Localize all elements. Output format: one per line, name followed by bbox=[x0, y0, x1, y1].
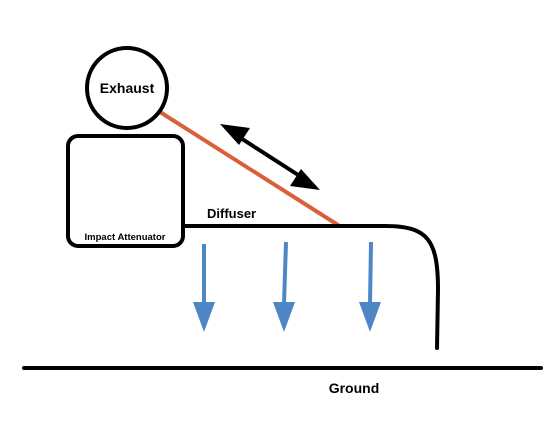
adjustment-arrow-head-upper bbox=[220, 124, 250, 145]
diffuser-plate bbox=[181, 224, 441, 350]
downforce-arrow-1 bbox=[193, 244, 215, 332]
exhaust-line bbox=[158, 110, 340, 227]
downforce-arrow-2 bbox=[273, 241, 295, 332]
ground-label: Ground bbox=[329, 380, 380, 396]
exhaust-circle bbox=[85, 46, 169, 130]
impact-attenuator-box bbox=[66, 134, 185, 248]
downforce-arrow-3 bbox=[359, 241, 381, 332]
adjustment-arrow-shaft bbox=[234, 133, 308, 182]
exhaust-label: Exhaust bbox=[100, 80, 155, 96]
diffuser-label: Diffuser bbox=[207, 206, 256, 221]
impact-attenuator-label: Impact Attenuator bbox=[85, 232, 166, 243]
adjustment-arrow-head-lower bbox=[290, 169, 320, 190]
